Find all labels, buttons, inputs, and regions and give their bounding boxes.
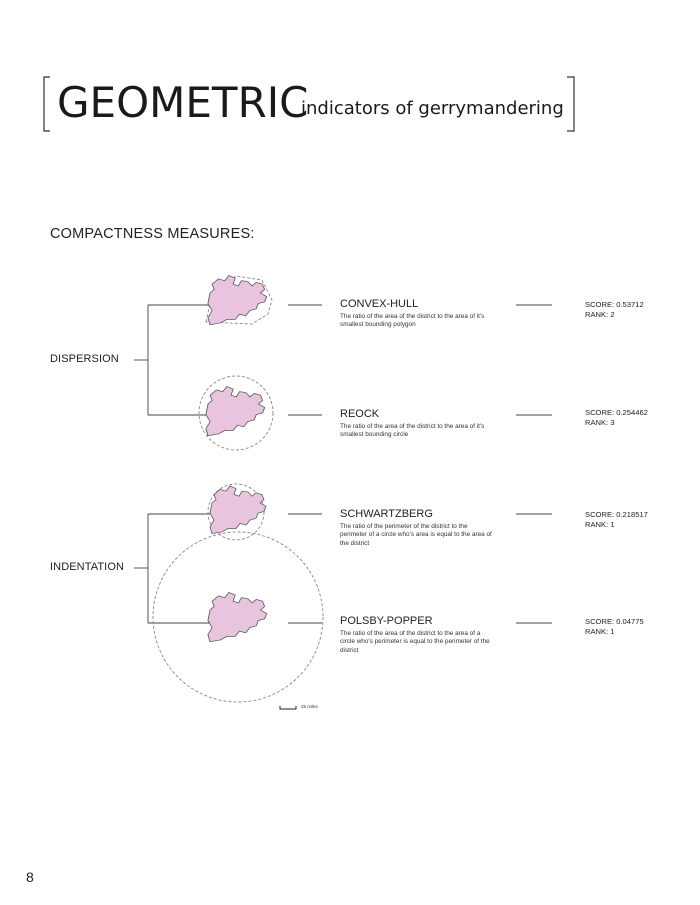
indentation-bracket (134, 513, 210, 624)
measure-desc-reock: The ratio of the area of the district to… (340, 423, 485, 439)
measure-name-schwartzberg: SCHWARTZBERG (340, 508, 433, 520)
measure-desc-convex-hull: The ratio of the area of the district to… (340, 313, 485, 329)
title-bracket-left (43, 76, 50, 132)
measure-desc-schwartzberg: The ratio of the perimeter of the distri… (340, 523, 492, 547)
group-label-dispersion: DISPERSION (50, 353, 119, 365)
score-reock: SCORE: 0.254462 (585, 408, 648, 417)
rank-convex-hull: RANK: 2 (585, 310, 615, 319)
section-title: COMPACTNESS MEASURES: (50, 226, 255, 242)
rank-reock: RANK: 3 (585, 418, 615, 427)
name-connectors (288, 304, 322, 624)
page-number: 8 (26, 869, 34, 885)
group-label-indentation: INDENTATION (50, 561, 125, 573)
score-connectors (516, 304, 552, 624)
reock-figure (198, 375, 274, 451)
rank-schwartzberg: RANK: 1 (585, 520, 615, 529)
convex-hull-figure (205, 274, 273, 326)
rank-polsby-popper: RANK: 1 (585, 627, 615, 636)
measure-desc-polsby-popper: The ratio of the area of the district to… (340, 630, 490, 654)
title-bracket-right (567, 76, 575, 132)
page-title: GEOMETRIC (57, 78, 309, 127)
score-polsby-popper: SCORE: 0.04775 (585, 617, 644, 626)
measure-name-convex-hull: CONVEX-HULL (340, 298, 419, 310)
scale-bar (279, 706, 297, 710)
score-convex-hull: SCORE: 0.53712 (585, 300, 644, 309)
score-schwartzberg: SCORE: 0.218517 (585, 510, 648, 519)
dispersion-bracket (134, 304, 210, 416)
page-subtitle: indicators of gerrymandering (301, 98, 564, 119)
measure-name-polsby-popper: POLSBY-POPPER (340, 615, 433, 627)
scale-bar-label: 25 miles (301, 704, 318, 709)
schwartzberg-figure (207, 483, 267, 541)
measure-name-reock: REOCK (340, 408, 380, 420)
polsby-popper-figure (152, 531, 324, 703)
